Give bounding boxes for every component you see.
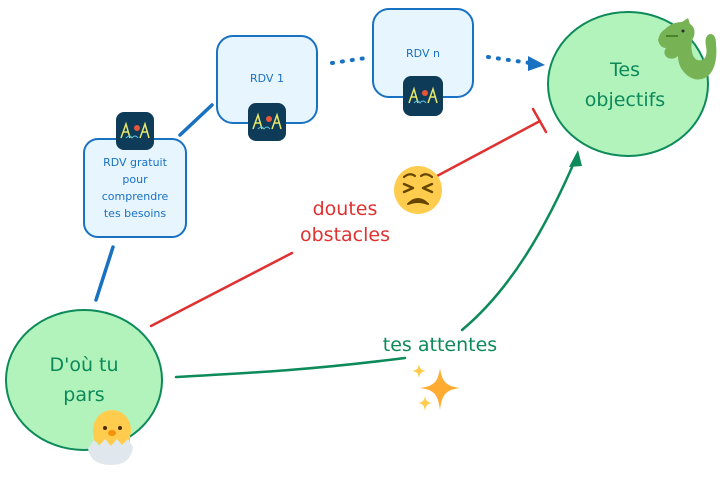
hatching-chick-icon [88,410,133,465]
sparkles-icon [412,364,460,411]
goal-label-line1: Tes [610,59,640,81]
apa-logo-rdv1 [248,103,286,141]
apa-logo-mark [252,112,282,130]
goal-label-line2: objectifs [584,89,666,111]
apa-logo-rdv-free [116,112,154,150]
goal-label: Tes objectifs [555,55,695,115]
apa-logo-rdvn [403,76,443,116]
obstacle-blocker-bar [531,107,548,134]
expectations-curve-upper [460,156,578,332]
apa-logo-mark [120,121,150,139]
start-label: D'où tu pars [14,350,154,410]
expectations-label: tes attentes [382,334,498,356]
rdvn-label: RDV n [406,47,440,60]
rdv-free-line: tes besoins [103,207,167,220]
expectations-curve-lower [174,356,407,379]
arrowhead-to-goal [528,56,545,71]
rdv-free-line: RDV gratuit [103,156,167,169]
arrowhead-expectations [569,150,582,167]
obstacle-line-upper [435,119,542,178]
connector-rdvn-to-goal-dotted [486,55,532,65]
connector-rdv-free-to-rdv1 [178,103,214,137]
connector-rdv1-to-rdvn-dotted [330,56,368,65]
obstacles-label: doutes obstacles [290,196,400,248]
persevering-face-icon [394,166,442,214]
obstacles-label-line2: obstacles [300,224,390,246]
rdv-free-line: comprendre [101,190,169,203]
obstacle-line-lower [149,251,294,328]
rdv1-label: RDV 1 [250,72,284,85]
start-label-line1: D'où tu [49,354,119,376]
rdv-free-label: RDV gratuit pour comprendre tes besoins [84,154,186,222]
dragon-icon [658,18,717,80]
start-label-line2: pars [63,384,105,406]
rdv-free-line: pour [122,173,148,186]
apa-logo-mark [408,86,438,104]
connector-start-to-rdv-free [94,245,115,302]
obstacles-label-line1: doutes [312,198,378,220]
